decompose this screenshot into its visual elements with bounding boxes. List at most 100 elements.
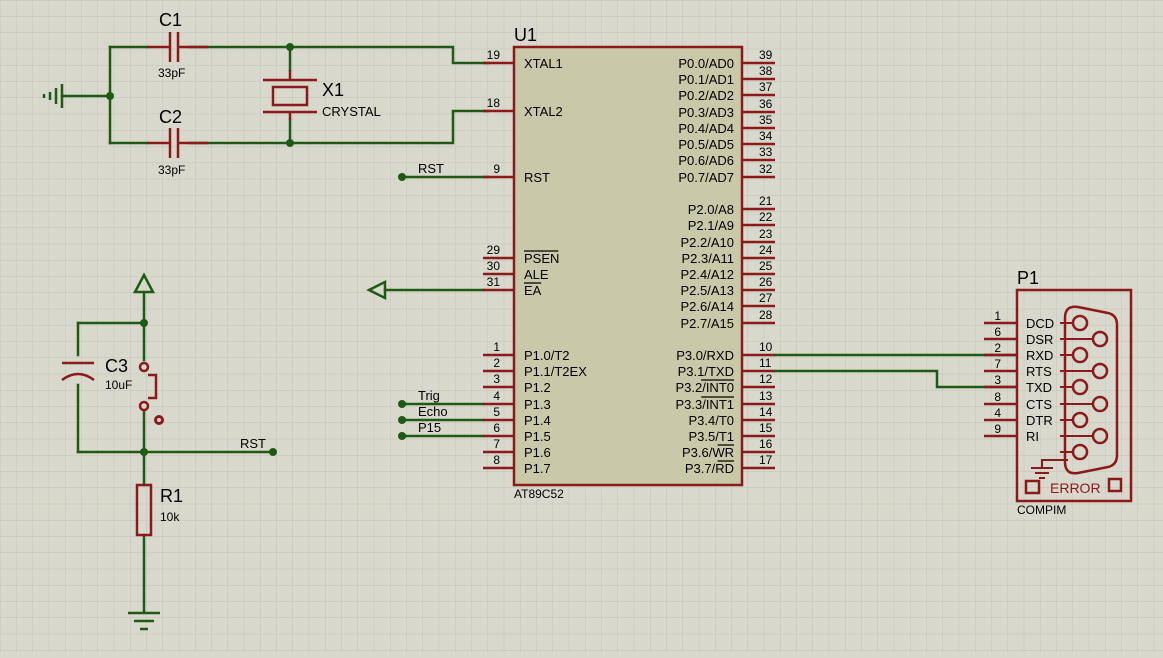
u1-pin-7[interactable]: 7P1.6 (483, 437, 551, 460)
u1-pin-6[interactable]: 6P1.5 (483, 421, 551, 444)
p1-pin-number: 3 (994, 373, 1001, 387)
u1-pin-name: P1.1/T2EX (524, 364, 587, 379)
u1-part: AT89C52 (514, 487, 564, 501)
u1-pin-number: 38 (759, 64, 773, 78)
p1-pin-number: 8 (994, 390, 1001, 404)
u1-pin-name: P0.5/AD5 (678, 137, 734, 152)
u1-pin-name: P2.4/A12 (681, 267, 735, 282)
power-arrow-vcc (132, 272, 156, 294)
u1-pin-name: P2.7/A15 (681, 316, 735, 331)
u1-pin-number: 8 (493, 453, 500, 467)
p1-error-label: ERROR (1050, 480, 1101, 496)
u1-pin-name: P3.3/INT1 (675, 397, 734, 412)
crystal-x1[interactable]: X1 CRYSTAL (263, 70, 381, 120)
p1-pin-name: DTR (1026, 413, 1053, 428)
u1-pin-2[interactable]: 2P1.1/T2EX (483, 356, 587, 379)
microcontroller-u1[interactable]: U1 AT89C52 19XTAL118XTAL29RST29PSEN30ALE… (483, 25, 775, 501)
u1-pin-5[interactable]: 5P1.4 (483, 405, 551, 428)
p1-pin-name: CTS (1026, 397, 1052, 412)
x1-ref: X1 (322, 80, 344, 100)
u1-pin-number: 10 (759, 340, 773, 354)
u1-pin-name: P3.5/T1 (688, 429, 734, 444)
capacitor-c2[interactable]: C2 33pF (147, 107, 208, 177)
p1-ref: P1 (1017, 268, 1039, 288)
u1-pin-number: 15 (759, 421, 773, 435)
u1-pin-number: 12 (759, 372, 773, 386)
u1-pin-number: 21 (759, 194, 773, 208)
u1-pin-name: P1.6 (524, 445, 551, 460)
p1-pin-number: 1 (994, 309, 1001, 323)
u1-pin-name: P3.7/RD (685, 461, 734, 476)
capacitor-c3[interactable]: C3 10uF (61, 356, 132, 392)
p1-pin-name: DCD (1026, 316, 1054, 331)
u1-pin-1[interactable]: 1P1.0/T2 (483, 340, 570, 363)
u1-pin-name: EA (524, 283, 542, 298)
u1-pin-number: 1 (493, 340, 500, 354)
u1-pin-number: 23 (759, 227, 773, 241)
u1-pin-8[interactable]: 8P1.7 (483, 453, 551, 476)
u1-pin-number: 26 (759, 275, 773, 289)
u1-pin-name: P2.1/A9 (688, 218, 734, 233)
u1-pin-number: 14 (759, 405, 773, 419)
u1-pin-number: 17 (759, 453, 773, 467)
p1-pin-name: DSR (1026, 332, 1053, 347)
u1-pin-3[interactable]: 3P1.2 (483, 372, 551, 395)
p1-pin-number: 4 (994, 406, 1001, 420)
u1-pin-name: XTAL2 (524, 104, 563, 119)
capacitor-c1[interactable]: C1 33pF (147, 10, 208, 80)
u1-pin-4[interactable]: 4P1.3 (483, 389, 551, 412)
u1-pin-number: 4 (493, 389, 500, 403)
u1-pin-number: 30 (487, 259, 501, 273)
u1-pin-name: PSEN (524, 251, 559, 266)
u1-pin-name: P2.3/A11 (681, 251, 734, 266)
resistor-r1[interactable]: R1 10k (135, 483, 183, 537)
serial-wires (773, 353, 1017, 389)
u1-pin-number: 16 (759, 437, 773, 451)
u1-pin-number: 7 (493, 437, 500, 451)
db9-pin-holes-icon (1060, 314, 1109, 461)
u1-body (512, 45, 744, 487)
reset-switch[interactable] (138, 361, 164, 425)
